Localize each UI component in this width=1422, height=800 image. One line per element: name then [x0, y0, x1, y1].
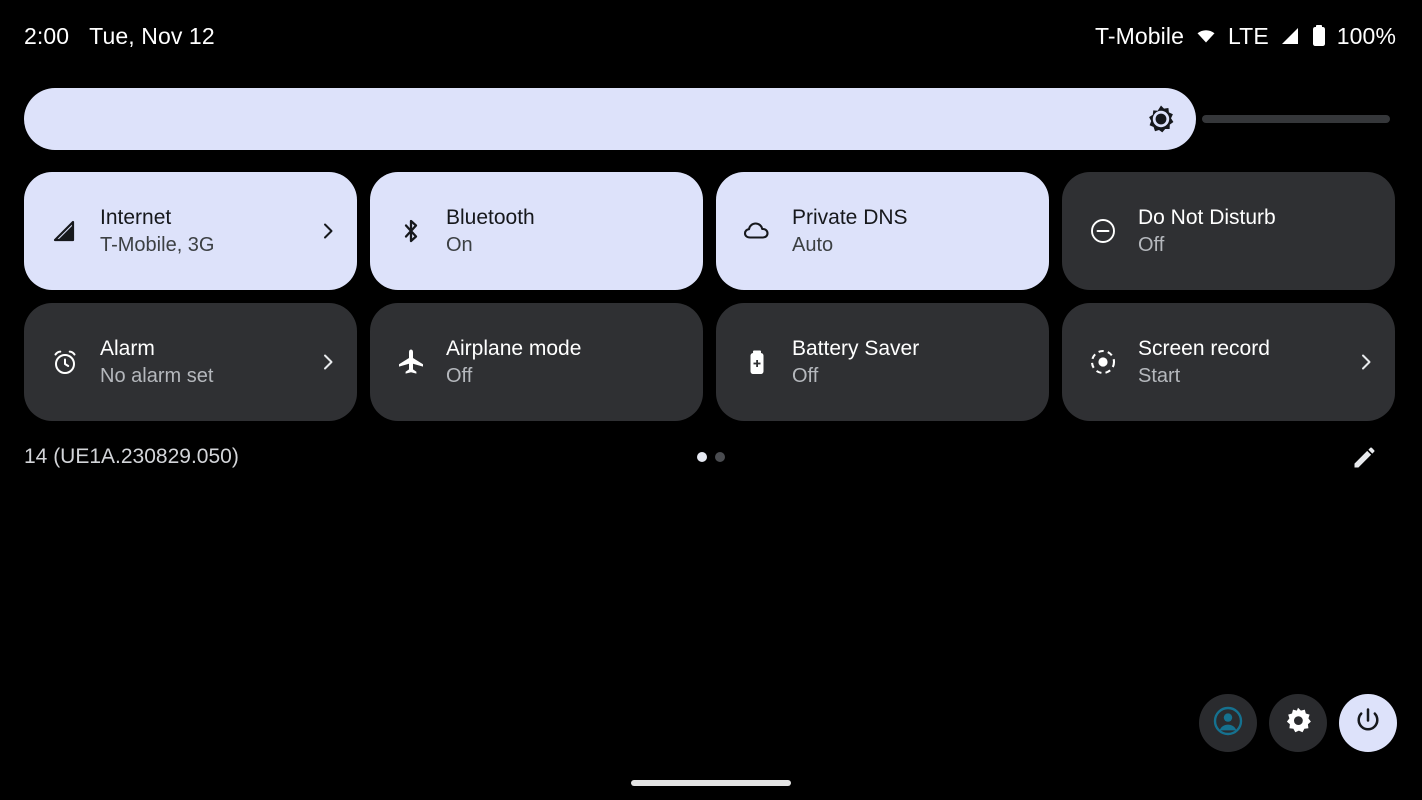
tile-battery-saver-text: Battery Saver Off — [792, 337, 1009, 388]
page-dot-active[interactable] — [697, 452, 707, 462]
tile-internet-text: Internet T-Mobile, 3G — [100, 206, 317, 257]
tile-title: Bluetooth — [446, 205, 535, 229]
tile-do-not-disturb[interactable]: Do Not Disturb Off — [1062, 172, 1395, 290]
alarm-clock-icon — [46, 343, 84, 381]
tile-title: Do Not Disturb — [1138, 205, 1276, 229]
tile-subtitle: Off — [792, 364, 819, 387]
bottom-action-bar — [1199, 694, 1397, 752]
brightness-slider[interactable] — [24, 88, 1398, 150]
chevron-right-icon[interactable] — [1355, 352, 1377, 372]
tile-do-not-disturb-text: Do Not Disturb Off — [1138, 206, 1355, 257]
tile-title: Alarm — [100, 336, 155, 360]
cloud-icon — [738, 212, 776, 250]
tile-title: Battery Saver — [792, 336, 920, 360]
power-icon — [1353, 706, 1383, 741]
tile-airplane-mode-text: Airplane mode Off — [446, 337, 663, 388]
chevron-right-icon[interactable] — [317, 352, 339, 372]
chevron-right-icon[interactable] — [317, 221, 339, 241]
airplane-icon — [392, 343, 430, 381]
settings-button[interactable] — [1269, 694, 1327, 752]
status-bar-right: T-Mobile LTE 100% — [1095, 23, 1396, 50]
tile-battery-saver[interactable]: Battery Saver Off — [716, 303, 1049, 421]
build-version-label: 14 (UE1A.230829.050) — [24, 445, 239, 468]
tile-title: Private DNS — [792, 205, 908, 229]
tile-title: Internet — [100, 205, 172, 229]
tile-subtitle: Off — [1138, 233, 1165, 256]
status-bar: 2:00 Tue, Nov 12 T-Mobile LTE 100% — [0, 0, 1422, 72]
tile-subtitle: T-Mobile, 3G — [100, 233, 215, 256]
battery-plus-icon — [738, 343, 776, 381]
bluetooth-icon — [392, 212, 430, 250]
home-indicator[interactable] — [631, 780, 791, 786]
tile-title: Screen record — [1138, 336, 1270, 360]
tile-airplane-mode[interactable]: Airplane mode Off — [370, 303, 703, 421]
tile-subtitle: Auto — [792, 233, 834, 256]
minus-circle-icon — [1084, 212, 1122, 250]
signal-cellular-icon — [46, 212, 84, 250]
pencil-icon[interactable] — [1348, 440, 1382, 474]
tile-private-dns-text: Private DNS Auto — [792, 206, 1009, 257]
tile-screen-record[interactable]: Screen record Start — [1062, 303, 1395, 421]
wifi-icon — [1194, 24, 1218, 48]
tile-bluetooth[interactable]: Bluetooth On — [370, 172, 703, 290]
tile-subtitle: Start — [1138, 364, 1181, 387]
account-circle-icon — [1212, 705, 1244, 742]
user-switcher-button[interactable] — [1199, 694, 1257, 752]
gear-icon — [1283, 706, 1313, 741]
power-button[interactable] — [1339, 694, 1397, 752]
status-date: Tue, Nov 12 — [89, 22, 215, 49]
tile-subtitle: No alarm set — [100, 364, 214, 387]
signal-icon — [1279, 25, 1301, 47]
status-time: 2:00 — [24, 22, 70, 49]
battery-icon — [1311, 24, 1327, 48]
record-circle-icon — [1084, 343, 1122, 381]
brightness-slider-track[interactable] — [1202, 115, 1390, 123]
tile-private-dns[interactable]: Private DNS Auto — [716, 172, 1049, 290]
tile-screen-record-text: Screen record Start — [1138, 337, 1355, 388]
tile-subtitle: On — [446, 233, 473, 256]
tile-title: Airplane mode — [446, 336, 582, 360]
tile-subtitle: Off — [446, 364, 473, 387]
tile-alarm[interactable]: Alarm No alarm set — [24, 303, 357, 421]
brightness-slider-fill[interactable] — [24, 88, 1196, 150]
brightness-icon — [1146, 104, 1176, 134]
page-indicator[interactable] — [697, 452, 725, 462]
tile-internet[interactable]: Internet T-Mobile, 3G — [24, 172, 357, 290]
tile-bluetooth-text: Bluetooth On — [446, 206, 663, 257]
network-type-label: LTE — [1227, 22, 1269, 49]
carrier-label: T-Mobile — [1094, 22, 1184, 49]
quick-settings-tiles: Internet T-Mobile, 3G Bluetooth On Priva… — [24, 172, 1398, 421]
battery-percent-label: 100% — [1336, 22, 1396, 49]
status-bar-left: 2:00 Tue, Nov 12 — [24, 23, 215, 50]
tile-alarm-text: Alarm No alarm set — [100, 337, 317, 388]
page-dot-inactive[interactable] — [715, 452, 725, 462]
footer-meta-row: 14 (UE1A.230829.050) — [0, 434, 1422, 480]
